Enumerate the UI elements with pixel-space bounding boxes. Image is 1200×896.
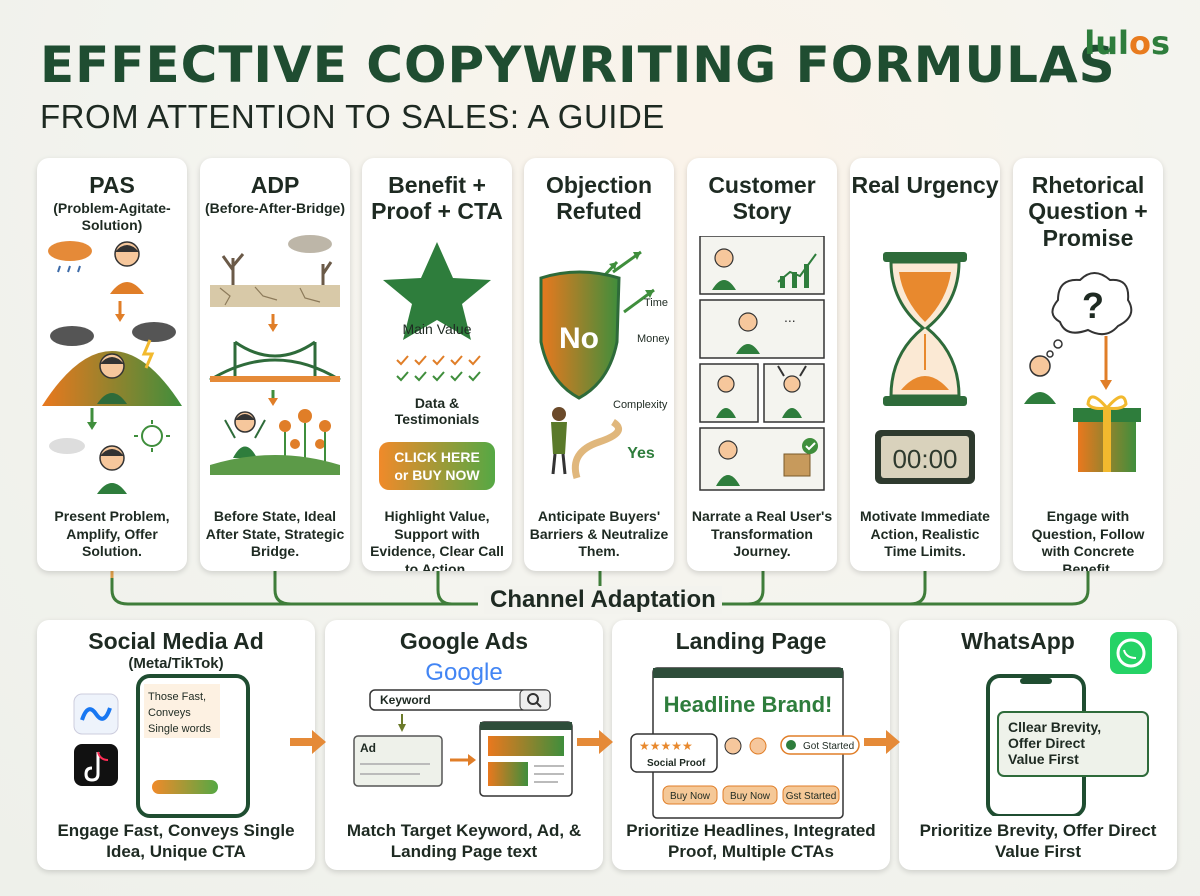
formula-subtitle: (Problem-Agitate-Solution) — [53, 200, 171, 234]
formula-description: Narrate a Real User's Transformation Jou… — [691, 508, 833, 559]
formula-card-real-urgency: Real Urgency 00:00 Motivate Immediate Ac… — [850, 158, 1000, 571]
formula-card-rhetorical-question-promise: Rhetorical Question + Promise ? Engage w… — [1013, 158, 1163, 571]
formula-subtitle: (Before-After-Bridge) — [205, 200, 345, 217]
svg-text:...: ... — [784, 309, 796, 325]
formula-title: Rhetorical Question + Promise — [1028, 172, 1148, 251]
objection-time: Time — [644, 297, 668, 309]
chat-line-2: Offer Direct — [1008, 735, 1085, 751]
channel-card-whatsapp: WhatsApp Cllear Brevity, Offer Direct Va… — [899, 620, 1177, 870]
got-started-label-1: Got Started — [803, 741, 854, 752]
channel-title: Google Ads — [399, 628, 529, 654]
headline-text: Headline Brand! — [664, 692, 833, 717]
channel-title: WhatsApp — [961, 628, 1075, 654]
timer-text: 00:00 — [892, 444, 957, 474]
objection-illustration: No Time Money Complexity Yes — [539, 250, 669, 480]
channel-card-google-ads: Google Ads Google Keyword Ad Match Targe… — [325, 620, 603, 870]
social-ad-illustration: Those Fast, Conveys Single words — [73, 674, 250, 818]
svg-text:Gst Started: Gst Started — [786, 791, 837, 802]
formula-description: Anticipate Buyers' Barriers & Neutralize… — [529, 508, 669, 559]
channel-title: Landing Page — [675, 628, 827, 654]
shield-icon — [539, 270, 621, 400]
pas-illustration — [42, 241, 182, 494]
formula-description: Motivate Immediate Action, Realistic Tim… — [860, 508, 990, 559]
thought-bubble-icon — [1051, 272, 1133, 336]
landing-page-illustration: Headline Brand! ★★★★★ Social Proof Got S… — [630, 667, 860, 819]
search-icon — [527, 693, 539, 705]
ad-copy-line-2: Conveys — [148, 707, 191, 719]
channel-description: Engage Fast, Conveys Single Idea, Unique… — [57, 821, 295, 862]
page-title: EFFECTIVE COPYWRITING FORMULAS — [40, 36, 1116, 94]
formula-title: PAS — [89, 172, 135, 198]
checkmark-icons — [396, 355, 481, 382]
cta-button[interactable] — [379, 442, 495, 490]
testimonials-label: Testimonials — [395, 411, 480, 427]
formula-card-objection-refuted: Objection Refuted No Time Money Complexi… — [524, 158, 674, 571]
adp-illustration — [209, 235, 341, 475]
channel-adaptation-label: Channel Adaptation — [484, 586, 722, 614]
ad-label: Ad — [360, 741, 376, 755]
formula-title: ADP — [250, 172, 300, 198]
channel-subtitle: (Meta/TikTok) — [128, 655, 224, 672]
whatsapp-illustration: Cllear Brevity, Offer Direct Value First — [986, 632, 1152, 816]
yes-label: Yes — [627, 445, 655, 462]
formula-title: Customer Story — [708, 172, 816, 225]
got-started-pill — [780, 735, 860, 755]
channel-card-landing-page: Landing Page Headline Brand! ★★★★★ Socia… — [612, 620, 890, 870]
channel-card-social-media-ad: Social Media Ad (Meta/TikTok) Those Fast… — [37, 620, 315, 870]
ad-copy-line-3: Single words — [148, 723, 211, 735]
channel-description: Prioritize Headlines, Integrated Proof, … — [626, 821, 876, 862]
benefit-illustration: Main Value Data & Testimonials CLICK HER… — [379, 242, 495, 490]
formula-description: Highlight Value, Support with Evidence, … — [370, 508, 504, 571]
google-ads-illustration: Google Keyword Ad — [353, 659, 573, 797]
buy-now-button-1 — [662, 785, 718, 805]
question-mark: ? — [1082, 285, 1104, 326]
keyword-text: Keyword — [380, 693, 431, 707]
star-icon — [383, 242, 491, 340]
ad-cta-button[interactable] — [152, 780, 218, 794]
channel-description: Match Target Keyword, Ad, & Landing Page… — [346, 821, 582, 862]
formula-title: Real Urgency — [851, 172, 999, 198]
customer-story-illustration: ... — [699, 236, 825, 491]
cta-label-2: or BUY NOW — [394, 467, 480, 483]
formula-card-customer-story: Customer Story ... Narrate a Real User's… — [687, 158, 837, 571]
svg-text:Buy Now: Buy Now — [730, 791, 771, 802]
formula-card-adp: ADP (Before-After-Bridge) Before State, … — [200, 158, 350, 571]
formula-card-pas: PAS (Problem-Agitate-Solution) Present P… — [37, 158, 187, 571]
check-icon — [802, 438, 818, 454]
formula-description: Before State, Ideal After State, Strateg… — [205, 508, 345, 559]
social-proof-box — [630, 733, 718, 773]
ad-copy-line-1: Those Fast, — [148, 691, 206, 703]
chat-line-1: Cllear Brevity, — [1008, 719, 1101, 735]
get-started-button — [782, 785, 840, 805]
formula-description: Present Problem, Amplify, Offer Solution… — [54, 508, 170, 559]
chat-line-3: Value First — [1008, 751, 1079, 767]
data-label: Data & — [415, 395, 459, 411]
chat-bubble — [997, 711, 1149, 777]
shield-label: No — [559, 322, 599, 355]
formula-title: Objection Refuted — [545, 172, 653, 225]
channel-title: Social Media Ad — [88, 628, 264, 654]
formula-card-benefit-proof-cta: Benefit + Proof + CTA Main Value Data & … — [362, 158, 512, 571]
formula-description: Engage with Question, Follow with Concre… — [1031, 508, 1145, 571]
google-logo: Google — [425, 659, 502, 686]
channel-description: Prioritize Brevity, Offer Direct Value F… — [919, 821, 1157, 862]
urgency-illustration: 00:00 — [875, 252, 975, 484]
whatsapp-icon — [1110, 632, 1152, 674]
brand-logo: lulos — [1084, 24, 1170, 62]
formula-title: Benefit + Proof + CTA — [371, 172, 503, 225]
question-illustration: ? — [1024, 272, 1141, 472]
buy-now-button-2 — [722, 785, 778, 805]
svg-text:★★★★★: ★★★★★ — [639, 739, 693, 753]
main-value-label: Main Value — [402, 321, 471, 337]
objection-complexity: Complexity — [613, 399, 668, 411]
svg-text:Buy Now: Buy Now — [670, 791, 711, 802]
page-subtitle: FROM ATTENTION TO SALES: A GUIDE — [40, 98, 665, 135]
social-proof-label: Social Proof — [647, 758, 706, 769]
cta-label-1: CLICK HERE — [394, 449, 480, 465]
objection-money: Money — [637, 333, 669, 345]
